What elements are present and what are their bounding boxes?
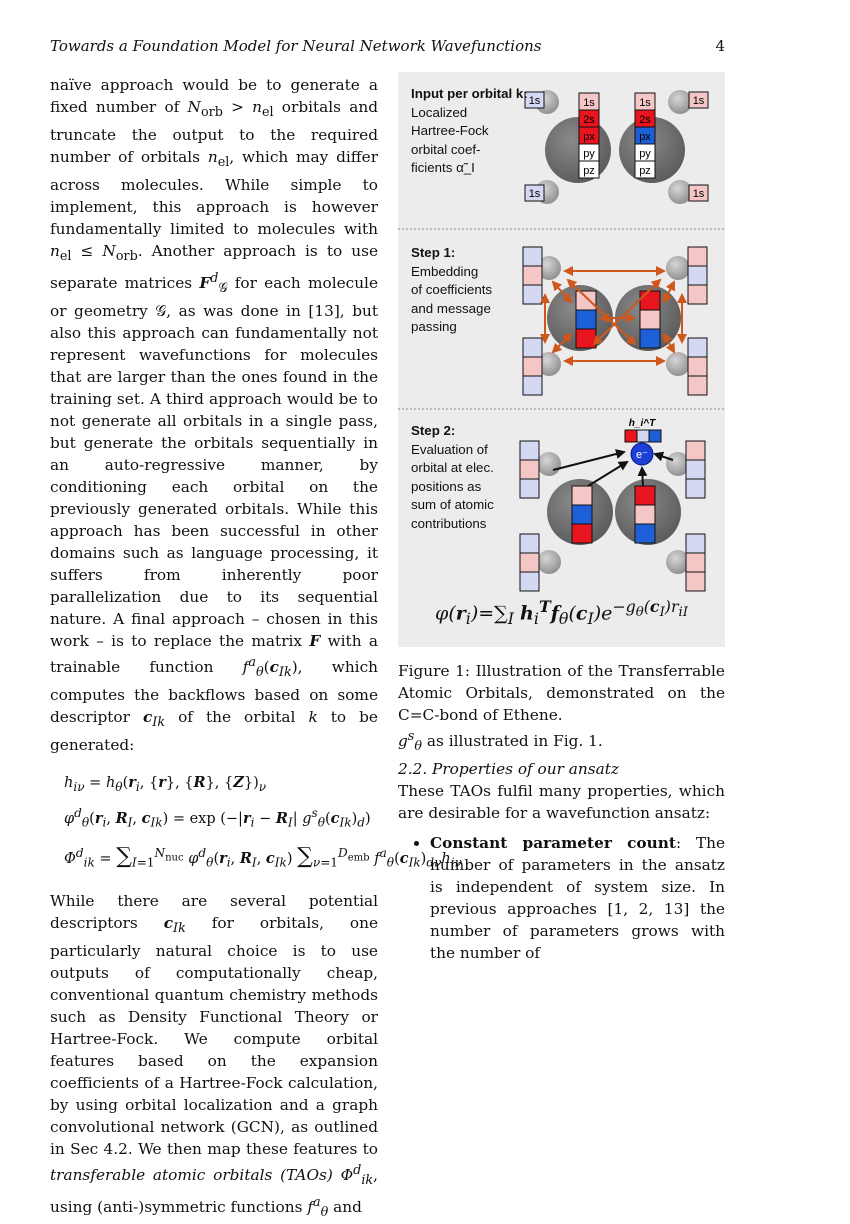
orbital-label-px: px <box>583 131 595 143</box>
step1-title: Step 1: <box>411 245 456 260</box>
input-title: Input per orbital k: <box>411 86 528 101</box>
taos-formula: φ(ri)=∑I hiTfθ(cI)e−gθ(cI)riI <box>435 597 688 629</box>
step2-line: Evaluation of <box>411 441 488 457</box>
hydrogen-atom <box>537 352 561 376</box>
paragraph-properties: These TAOs fulfil many properties, which… <box>398 782 725 823</box>
orbital-box-h1s <box>688 184 709 202</box>
orbital-label-pz: pz <box>583 165 595 177</box>
input-line: orbital coef- <box>411 141 481 157</box>
step1-line: passing <box>411 319 457 334</box>
orbital-box-h1s <box>524 184 545 202</box>
orbital-label-1s: 1s <box>693 95 705 107</box>
orbital-label-py: py <box>583 148 595 160</box>
step2-title: Step 2: <box>411 423 456 438</box>
hydrogen-atom <box>537 550 561 574</box>
electron-label: e⁻ <box>636 449 648 461</box>
input-label: Input per orbital k: Localized Hartree-F… <box>411 85 528 178</box>
orbital-label-2s: 2s <box>639 114 651 126</box>
step2-label: Step 2: Evaluation of orbital at elec. p… <box>411 422 494 533</box>
right-column: Figure 1: Illustration of the Transferra… <box>398 660 725 964</box>
paragraph-continued: gsθ as illustrated in Fig. 1. <box>398 729 603 755</box>
orbital-label-px: px <box>639 131 651 143</box>
step2-line: positions as <box>411 478 482 494</box>
hydrogen-atom <box>668 180 692 204</box>
evaluation-arrows <box>552 449 674 487</box>
orbital-label-pz: pz <box>639 165 651 177</box>
equation-h: hiν = hθ(ri, {r}, {R}, {Z})ν <box>64 774 267 795</box>
paragraph-approaches: naïve approach would be to generate a fi… <box>50 76 379 755</box>
properties-list: Constant parameter count: The number of … <box>398 832 725 964</box>
figure-diagram: 1s 1s 1s 1s 1s 2s px py pz 1s 2s px <box>398 90 725 592</box>
orbital-box-h1s <box>524 91 545 109</box>
figure-caption: Figure 1: Illustration of the Transferra… <box>398 662 725 724</box>
orbital-box-pz <box>578 160 600 179</box>
equation-Phi: Φdik = ∑I=1Nnuc φdθ(ri, RI, cIk) ∑ν=1Dem… <box>64 843 462 870</box>
orbital-label-py: py <box>639 148 651 160</box>
orbital-label-1s: 1s <box>639 97 651 109</box>
orbital-label-1s: 1s <box>529 95 541 107</box>
equation-phi: φdθ(ri, RI, cIk) = exp (−|ri − RI| gsθ(c… <box>64 806 371 831</box>
paragraph-descriptors: While there are several potential descri… <box>50 891 378 1221</box>
orbital-label-1s: 1s <box>583 97 595 109</box>
step2-line: contributions <box>411 515 487 531</box>
section-heading: 2.2. Properties of our ansatz <box>398 760 619 779</box>
running-title: Towards a Foundation Model for Neural Ne… <box>50 37 542 55</box>
page-number: 4 <box>715 37 725 55</box>
left-column: naïve approach would be to generate a fi… <box>50 74 462 1224</box>
input-line: ficients α̃_I <box>411 160 475 175</box>
hydrogen-atom <box>668 90 692 114</box>
step1-line: of coefficients <box>411 282 493 297</box>
hydrogen-atom <box>666 452 690 476</box>
orbital-label-1s: 1s <box>529 188 541 200</box>
input-line: Localized <box>411 104 468 120</box>
hydrogen-atom <box>537 256 561 280</box>
electron: e⁻ <box>630 442 654 466</box>
orbital-label-2s: 2s <box>583 114 595 126</box>
hydrogen-atom <box>666 550 690 574</box>
carbon-atom-left <box>545 117 611 183</box>
h-vector-label: h_i^T <box>629 418 656 429</box>
bullet-term: Constant parameter count <box>430 834 676 853</box>
hydrogen-atom <box>666 256 690 280</box>
step2-line: orbital at elec. <box>411 460 494 475</box>
step2-line: sum of atomic <box>411 497 494 512</box>
equation-block: hiν = hθ(ri, {r}, {R}, {Z})ν φdθ(ri, RI,… <box>64 770 462 875</box>
message-passing-arrows <box>540 266 687 366</box>
input-line: Hartree-Fock <box>411 123 489 138</box>
step1-line: Embedding <box>411 263 479 279</box>
hydrogen-atom <box>537 452 561 476</box>
step1-line: and message <box>411 300 491 316</box>
orbital-box-h1s <box>688 91 709 109</box>
hydrogen-atom <box>666 352 690 376</box>
bullet-text: The number of parameters in the ansatz i… <box>430 834 725 963</box>
step1-label: Step 1: Embedding of coefficients and me… <box>411 244 492 337</box>
running-header: Towards a Foundation Model for Neural Ne… <box>50 37 725 55</box>
figure-1: 1s 1s 1s 1s 1s 2s px py pz 1s 2s px <box>398 72 725 647</box>
orbital-label-1s: 1s <box>693 188 705 200</box>
list-item: Constant parameter count: The number of … <box>430 832 725 964</box>
orbital-box-pz <box>634 160 656 179</box>
